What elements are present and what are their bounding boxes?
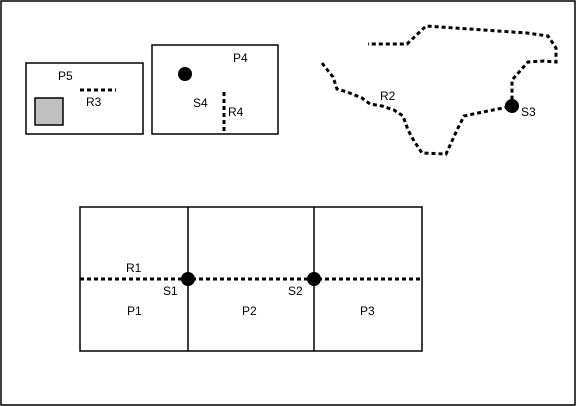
- region-p5-box: [25, 62, 144, 135]
- label-p5: P5: [58, 69, 73, 83]
- label-p2: P2: [242, 304, 257, 318]
- label-s3: S3: [521, 105, 536, 119]
- point-s3-marker: [505, 99, 519, 113]
- road-r2: [320, 24, 558, 156]
- label-p1: P1: [127, 304, 142, 318]
- label-p4: P4: [233, 51, 248, 65]
- region-p4-box: [151, 44, 279, 135]
- label-p3: P3: [360, 304, 375, 318]
- label-s2: S2: [288, 284, 303, 298]
- point-s2-marker: [307, 272, 321, 286]
- label-r1: R1: [126, 261, 142, 275]
- label-r4: R4: [228, 105, 244, 119]
- obstacle-square: [34, 97, 64, 126]
- label-r3: R3: [86, 95, 102, 109]
- point-s1-marker: [181, 272, 195, 286]
- label-s1: S1: [163, 284, 178, 298]
- label-s4: S4: [193, 96, 208, 110]
- point-marker: [178, 67, 192, 81]
- label-r2: R2: [380, 89, 396, 103]
